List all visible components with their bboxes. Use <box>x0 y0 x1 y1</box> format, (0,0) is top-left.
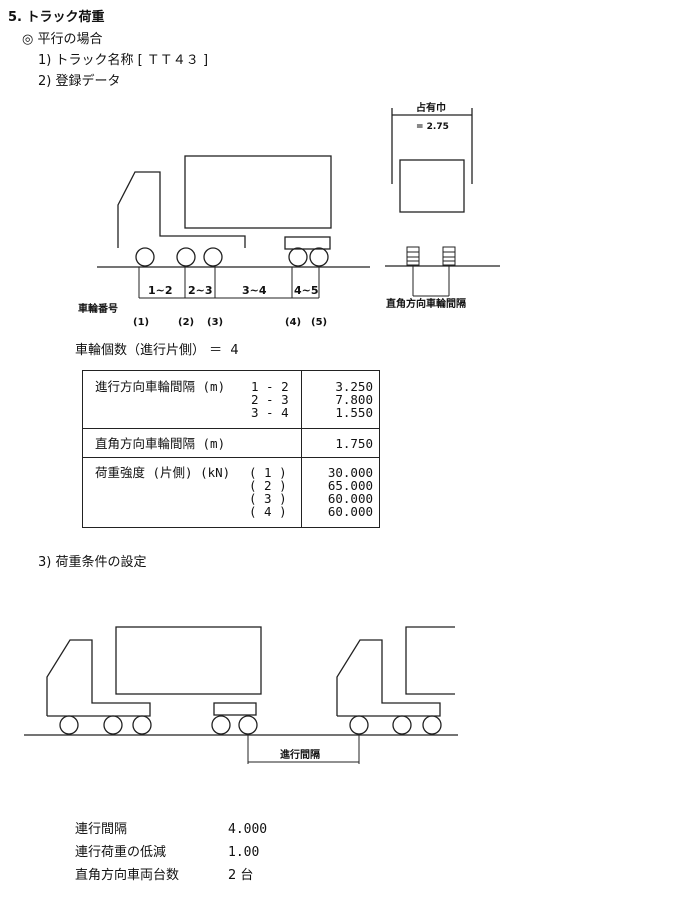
value: 60.000 <box>327 491 373 506</box>
value: 65.000 <box>327 478 373 493</box>
span-label: 4~5 <box>294 284 319 297</box>
section-heading: 5. トラック荷重 <box>8 10 105 25</box>
truck-cab <box>117 171 246 248</box>
wheel-number: (2) <box>178 317 194 328</box>
truck-box <box>184 155 332 229</box>
occupied-width-value: = 2.75 <box>416 122 449 132</box>
wheel-number: (5) <box>311 317 327 328</box>
wheel-number: (3) <box>207 317 223 328</box>
registered-data-heading: 2) 登録データ <box>38 74 121 89</box>
occupied-width-label: 占有巾 <box>416 101 446 114</box>
column-divider <box>301 371 302 527</box>
condition-label: 直角方向車両台数 <box>75 868 180 883</box>
truck-diagram: 1~2 2~3 3~4 4~5 車輪番号 (1) (2) (3) (4) (5)… <box>78 101 500 328</box>
wheel: ( 3 ) <box>249 491 287 506</box>
wheel-number: (1) <box>133 317 149 328</box>
dimension-lines <box>138 267 320 299</box>
condition-value: 4.000 <box>228 822 268 837</box>
condition-value: 2 台 <box>228 868 254 883</box>
subheading: ◎ 平行の場合 <box>22 32 103 47</box>
rear-bogie <box>284 236 331 250</box>
wheel: ( 1 ) <box>249 465 287 480</box>
pair: 2 - 3 <box>251 392 289 407</box>
row-longitudinal-spacing <box>83 371 379 429</box>
span-label: 2~3 <box>188 284 213 297</box>
span-label: 3~4 <box>242 284 267 297</box>
wheels <box>135 247 329 267</box>
value: 1.750 <box>335 436 373 451</box>
pair: 1 - 2 <box>251 379 289 394</box>
wheel-count: 車輪個数（進行片側） ＝ 4 <box>75 343 239 358</box>
load-conditions-heading: 3) 荷重条件の設定 <box>38 555 147 570</box>
wheel: ( 2 ) <box>249 478 287 493</box>
spacing-dimension <box>247 735 360 764</box>
spacing-label: 進行間隔 <box>280 748 320 761</box>
pair: 3 - 4 <box>251 405 289 420</box>
truck-name: 1) トラック名称 [ ＴＴ４３ ] <box>38 53 209 68</box>
truck-end-view <box>385 108 500 297</box>
value: 7.800 <box>335 392 373 407</box>
truck-front <box>46 626 262 735</box>
condition-label: 連行荷重の低減 <box>75 845 167 860</box>
value: 1.550 <box>335 405 373 420</box>
wheel-number-label: 車輪番号 <box>78 302 118 315</box>
row-transverse-spacing <box>83 428 379 458</box>
registered-data-table: 進行方向車輪間隔 (m) 1 - 2 2 - 3 3 - 4 3.250 7.8… <box>82 370 380 528</box>
condition-value: 1.00 <box>228 845 260 860</box>
value: 30.000 <box>327 465 373 480</box>
transverse-label: 直角方向車輪間隔 (m) <box>95 436 226 451</box>
transverse-spacing-label: 直角方向車輪間隔 <box>386 297 466 310</box>
condition-label: 連行間隔 <box>75 822 128 837</box>
value: 60.000 <box>327 504 373 519</box>
value: 3.250 <box>335 379 373 394</box>
load-label: 荷重強度 (片側) (kN) <box>95 465 231 480</box>
truck-rear <box>336 626 455 735</box>
longitudinal-label: 進行方向車輪間隔 (m) <box>95 379 226 394</box>
wheel: ( 4 ) <box>249 504 287 519</box>
span-label: 1~2 <box>148 284 173 297</box>
wheel-number: (4) <box>285 317 301 328</box>
